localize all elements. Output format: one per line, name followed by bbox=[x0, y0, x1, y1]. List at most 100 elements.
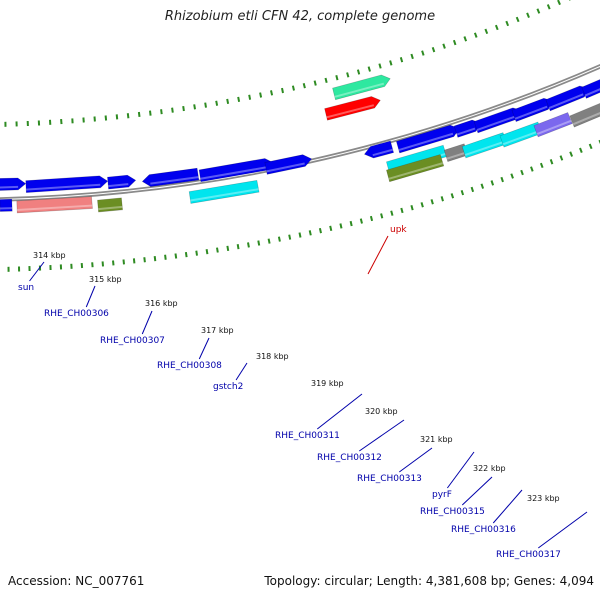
gene-feature-highlight bbox=[572, 112, 600, 126]
map-title: Rhizobium etli CFN 42, complete genome bbox=[164, 9, 436, 24]
gene-feature-highlight bbox=[548, 93, 584, 109]
gene-feature-block bbox=[499, 121, 543, 148]
gene-label-text: pyrF bbox=[432, 490, 452, 500]
outer-ring-dot bbox=[104, 115, 108, 121]
outer-ring-dot bbox=[281, 87, 284, 94]
gene-feature-block bbox=[198, 158, 275, 183]
outer-ring-dot bbox=[410, 53, 414, 60]
gene-label-leader bbox=[85, 285, 96, 308]
gene-feature-block bbox=[107, 174, 137, 190]
gene-label-text: RHE_CH00313 bbox=[357, 474, 422, 484]
inner-ring-dot bbox=[216, 247, 219, 253]
gene-feature-highlight bbox=[584, 88, 600, 97]
outer-ring-dot bbox=[324, 77, 328, 84]
inner-ring-dot bbox=[339, 223, 343, 229]
outer-ring-dot bbox=[442, 43, 446, 49]
inner-ring-dot bbox=[470, 186, 475, 193]
kbp-tick-label: 320 kbp bbox=[365, 407, 398, 416]
inner-ring-dot bbox=[410, 204, 414, 211]
gene-feature-highlight bbox=[98, 205, 123, 211]
outer-ring-dot bbox=[367, 66, 371, 72]
outer-ring-dot bbox=[389, 60, 393, 66]
gene-feature-block bbox=[581, 79, 600, 99]
inner-ring-dot bbox=[349, 220, 353, 227]
inner-ring-dot bbox=[236, 244, 240, 250]
kbp-tick-label: 319 kbp bbox=[311, 379, 344, 388]
kbp-tick-label: 323 kbp bbox=[527, 494, 560, 503]
inner-ring-dot bbox=[420, 202, 424, 208]
inner-ring-dot bbox=[143, 257, 146, 263]
gene-feature-highlight bbox=[190, 188, 259, 202]
outer-ring-dot bbox=[526, 12, 530, 18]
inner-ring-dot bbox=[205, 249, 209, 255]
kbp-tick-label: 315 kbp bbox=[89, 275, 122, 284]
inner-ring-dot bbox=[480, 183, 485, 189]
gene-feature-highlight bbox=[464, 140, 507, 157]
inner-ring-dot bbox=[369, 215, 374, 222]
gene-feature-highlight bbox=[388, 162, 444, 180]
gene-feature-block bbox=[533, 112, 573, 138]
outer-ring-dot bbox=[356, 69, 361, 75]
inner-ring-dot bbox=[184, 251, 188, 258]
gene-feature-highlight bbox=[514, 105, 548, 120]
outer-ring-dot bbox=[149, 110, 152, 116]
gene-label-text: upk bbox=[390, 225, 407, 235]
inner-ring-dot bbox=[579, 147, 583, 153]
outer-ring-dot bbox=[378, 63, 382, 69]
inner-ring-dot bbox=[267, 238, 271, 244]
inner-ring-dot bbox=[500, 176, 504, 183]
outer-ring-dot bbox=[346, 72, 350, 78]
outer-ring-dot bbox=[171, 107, 174, 113]
inner-ring-dot bbox=[460, 189, 465, 196]
inner-ring-dot bbox=[308, 230, 312, 236]
gene-feature-block bbox=[363, 140, 394, 159]
gene-feature-block bbox=[188, 180, 260, 204]
outer-ring-dot bbox=[248, 94, 252, 100]
gene-labels: sunRHE_CH00306RHE_CH00307RHE_CH00308gstc… bbox=[18, 225, 588, 560]
gene-label-leader bbox=[492, 489, 523, 524]
inner-dotted-ring bbox=[7, 139, 600, 272]
inner-ring-dot bbox=[226, 245, 230, 252]
gene-feature-highlight bbox=[446, 151, 468, 160]
outer-ring-dot bbox=[226, 98, 230, 104]
gene-feature-block bbox=[16, 196, 93, 214]
topology-summary: Topology: circular; Length: 4,381,608 bp… bbox=[264, 574, 594, 588]
gene-label-leader bbox=[367, 235, 389, 275]
inner-ring-dot bbox=[430, 199, 434, 205]
gene-feature-block bbox=[97, 197, 123, 213]
kbp-tick-label: 318 kbp bbox=[256, 352, 289, 361]
gene-feature-highlight bbox=[266, 162, 305, 173]
gene-feature-block bbox=[461, 132, 508, 159]
inner-ring-dot bbox=[520, 169, 524, 176]
inner-ring-dot bbox=[450, 193, 455, 199]
inner-ring-dot bbox=[440, 196, 444, 202]
gene-label-text: RHE_CH00308 bbox=[157, 361, 222, 371]
gene-label-text: RHE_CH00315 bbox=[420, 507, 485, 517]
gene-feature-highlight bbox=[456, 127, 476, 136]
outer-ring-dot bbox=[515, 16, 520, 23]
gene-label-text: RHE_CH00307 bbox=[100, 336, 165, 346]
gene-label-leader bbox=[358, 419, 405, 452]
gene-feature-block bbox=[264, 154, 313, 175]
outer-ring-dot bbox=[557, 0, 561, 6]
gene-label-leader bbox=[235, 362, 248, 381]
gene-feature-highlight bbox=[476, 115, 517, 131]
outer-ring-dot bbox=[259, 92, 263, 98]
inner-ring-dot bbox=[122, 259, 125, 265]
outer-ring-dot bbox=[421, 50, 425, 56]
outer-ring-dot bbox=[115, 114, 119, 120]
inner-ring-dot bbox=[569, 151, 574, 157]
inner-ring-dot bbox=[539, 162, 544, 169]
outer-ring-dot bbox=[463, 36, 468, 42]
gene-label-leader bbox=[398, 447, 433, 473]
inner-ring-dot bbox=[298, 232, 302, 238]
inner-ring-dot bbox=[195, 250, 198, 256]
gene-feature-block bbox=[25, 175, 109, 193]
kbp-tick-label: 314 kbp bbox=[33, 251, 66, 260]
inner-ring-dot bbox=[510, 173, 514, 179]
gene-label-leader bbox=[141, 310, 153, 335]
outer-ring-dot bbox=[126, 113, 130, 119]
outer-ring-dot bbox=[137, 111, 141, 118]
outer-ring-dot bbox=[484, 28, 489, 35]
